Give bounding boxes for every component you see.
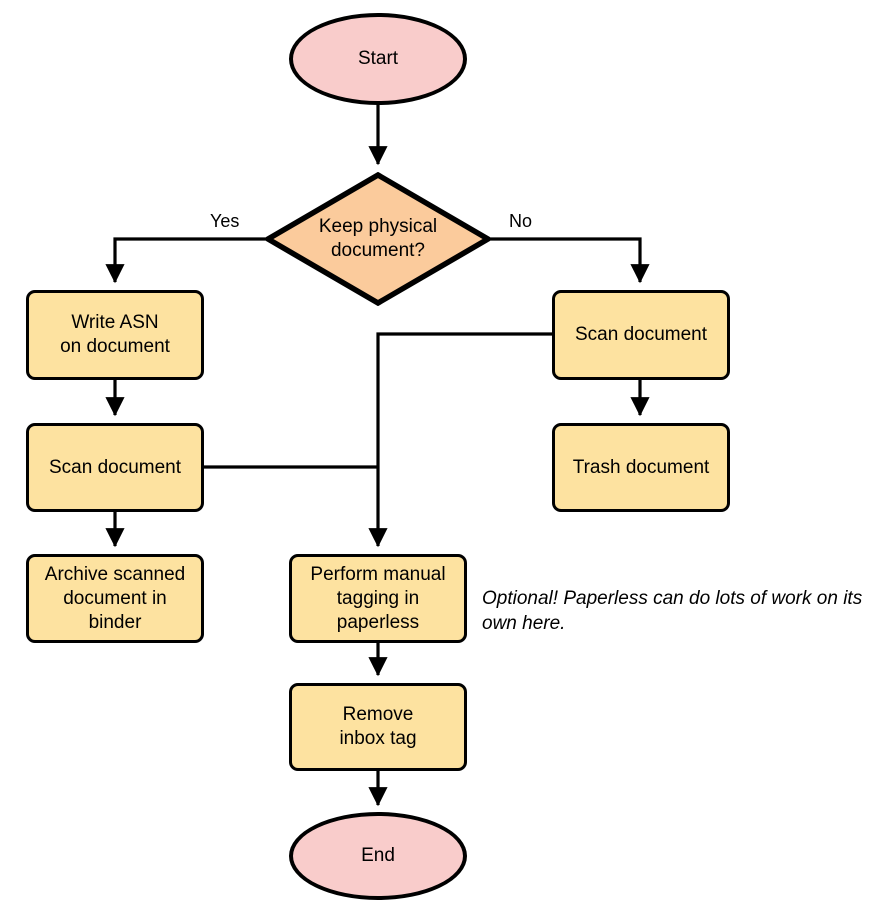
node-trash-document-label: Trash document — [572, 456, 710, 478]
diamond-shape — [265, 172, 491, 306]
node-scan-document-left-label: Scan document — [48, 456, 182, 478]
edge-label-yes: Yes — [210, 211, 240, 231]
node-trash-document[interactable]: Trash document — [552, 423, 730, 512]
node-scan-document-right[interactable]: Scan document — [552, 290, 730, 380]
node-end-label: End — [361, 845, 395, 866]
node-archive-label: Archive scanned document in binder — [44, 563, 186, 633]
node-start[interactable]: Start — [289, 13, 467, 105]
node-scan-document-right-label: Scan document — [574, 324, 708, 345]
edge-label-no: No — [509, 211, 533, 231]
node-perform-manual-tagging[interactable]: Perform manual tagging in paperless — [289, 554, 467, 643]
node-remove-inbox-tag[interactable]: Remove inbox tag — [289, 683, 467, 771]
note-optional-paperless: Optional! Paperless can do lots of work … — [482, 588, 863, 634]
node-scan-document-left[interactable]: Scan document — [26, 423, 204, 512]
node-tagging-label: Perform manual tagging in paperless — [310, 563, 446, 633]
node-start-label: Start — [357, 48, 399, 69]
edge-decision-yes-to-write-asn — [105, 237, 265, 284]
node-write-asn-on-document[interactable]: Write ASN on document — [26, 290, 204, 380]
node-end[interactable]: End — [289, 812, 467, 900]
node-remove-inbox-label: Remove inbox tag — [339, 704, 417, 749]
edge-scan-right-to-tagging — [368, 332, 552, 548]
node-decision-label: Keep physical document? — [318, 216, 438, 261]
node-keep-physical-document-decision[interactable]: Keep physical document? — [265, 172, 491, 306]
node-write-asn-label: Write ASN on document — [60, 312, 170, 357]
edge-decision-no-to-scan-right — [491, 237, 650, 284]
node-archive-scanned-document[interactable]: Archive scanned document in binder — [26, 554, 204, 643]
